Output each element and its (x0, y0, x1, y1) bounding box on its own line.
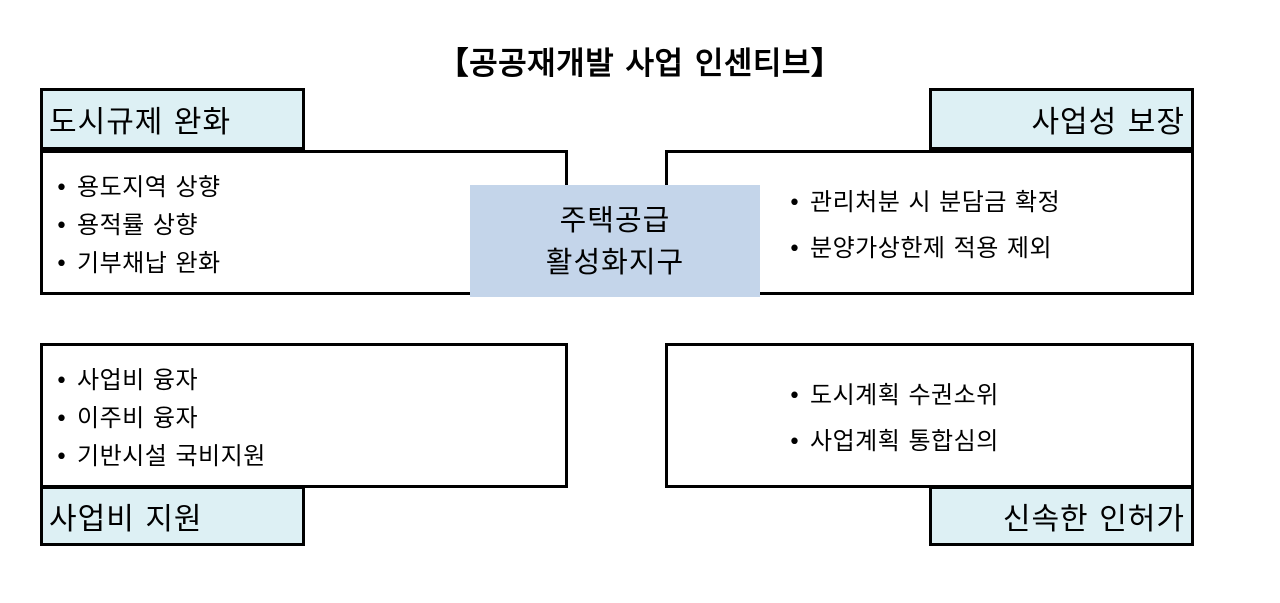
bullet-icon: • (788, 384, 802, 409)
top-right-caption-label: 사업성 보장 (1031, 105, 1185, 140)
list-item-label: 기반시설 국비지원 (77, 442, 266, 470)
list-item-label: 사업계획 통합심의 (810, 427, 999, 455)
bullet-icon: • (55, 369, 69, 394)
list-item: • 사업비 융자 (55, 360, 565, 395)
bottom-left-caption-label: 사업비 지원 (49, 502, 203, 537)
bullet-icon: • (55, 407, 69, 432)
diagram-title: 【공공재개발 사업 인센티브】 (437, 46, 843, 82)
bottom-right-content-box: • 도시계획 수권소위 • 사업계획 통합심의 (665, 343, 1194, 488)
list-item: • 용도지역 상향 (55, 167, 565, 202)
center-node-line-2: 활성화지구 (545, 245, 685, 279)
list-item-label: 관리처분 시 분담금 확정 (810, 188, 1061, 216)
bullet-icon: • (55, 445, 69, 470)
bottom-right-caption-box: 신속한 인허가 (929, 486, 1194, 546)
bullet-icon: • (55, 176, 69, 201)
bottom-left-bullet-list: • 사업비 융자 • 이주비 융자 • 기반시설 국비지원 (43, 357, 565, 474)
list-item: • 용적률 상향 (55, 205, 565, 240)
list-item: • 관리처분 시 분담금 확정 (788, 182, 1191, 217)
list-item: • 분양가상한제 적용 제외 (788, 228, 1191, 263)
top-right-bullet-list: • 관리처분 시 분담금 확정 • 분양가상한제 적용 제외 (668, 171, 1191, 274)
bullet-icon: • (788, 237, 802, 262)
list-item-label: 용적률 상향 (77, 211, 199, 239)
list-item-label: 이주비 융자 (77, 404, 199, 432)
top-left-caption-label: 도시규제 완화 (49, 105, 232, 140)
list-item: • 이주비 융자 (55, 398, 565, 433)
bottom-left-content-box: • 사업비 융자 • 이주비 융자 • 기반시설 국비지원 (40, 343, 568, 488)
top-left-bullet-list: • 용도지역 상향 • 용적률 상향 • 기부채납 완화 (43, 164, 565, 281)
list-item-label: 용도지역 상향 (77, 173, 221, 201)
list-item-label: 사업비 융자 (77, 366, 199, 394)
list-item-label: 도시계획 수권소위 (810, 381, 999, 409)
list-item: • 기부채납 완화 (55, 243, 565, 278)
bullet-icon: • (55, 252, 69, 277)
list-item: • 도시계획 수권소위 (788, 375, 1191, 410)
bottom-right-caption-label: 신속한 인허가 (1002, 502, 1185, 537)
list-item: • 기반시설 국비지원 (55, 436, 565, 471)
bottom-left-caption-box: 사업비 지원 (40, 486, 305, 546)
center-node-line-1: 주택공급 (559, 202, 671, 237)
bullet-icon: • (55, 214, 69, 239)
top-left-caption-box: 도시규제 완화 (40, 88, 305, 150)
center-node: 주택공급 활성화지구 (470, 185, 760, 297)
bullet-icon: • (788, 430, 802, 455)
list-item: • 사업계획 통합심의 (788, 421, 1191, 456)
list-item-label: 분양가상한제 적용 제외 (810, 234, 1053, 262)
list-item-label: 기부채납 완화 (77, 249, 221, 277)
bullet-icon: • (788, 191, 802, 216)
bottom-right-bullet-list: • 도시계획 수권소위 • 사업계획 통합심의 (668, 364, 1191, 467)
top-right-caption-box: 사업성 보장 (929, 88, 1194, 150)
